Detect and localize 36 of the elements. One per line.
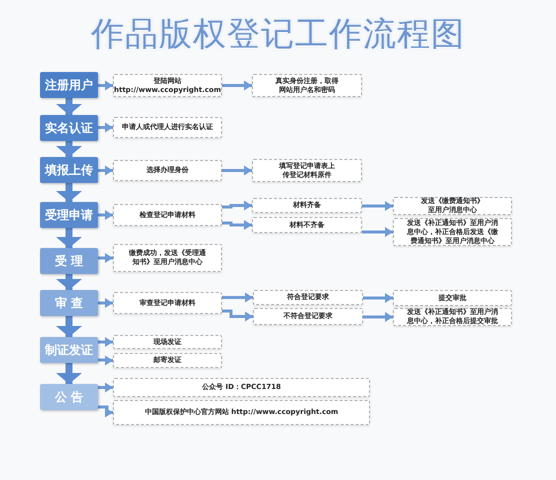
arrow (98, 253, 113, 263)
arrow (362, 201, 393, 211)
step-box: 制证发证 (40, 337, 98, 363)
arrow (98, 337, 113, 347)
arrow (56, 274, 82, 290)
title: 作品版权登记工作流程图 (90, 14, 466, 54)
arrow (98, 298, 113, 308)
arrow (56, 228, 82, 248)
arrow (222, 200, 252, 210)
arrow (362, 227, 393, 237)
arrow (222, 292, 253, 302)
arrow (222, 220, 252, 230)
arrow (56, 141, 82, 157)
arrow (98, 406, 113, 418)
arrow (363, 293, 393, 303)
arrow (56, 98, 82, 115)
arrow (56, 183, 82, 202)
step-box: 受理申请 (40, 202, 98, 228)
step-box: 注册用户 (40, 72, 98, 98)
arrow (98, 210, 113, 220)
arrow (98, 80, 113, 90)
step-box: 受 理 (40, 248, 98, 274)
arrow (98, 122, 113, 132)
step-box: 公 告 (40, 384, 98, 410)
arrow (56, 363, 82, 384)
arrow (222, 310, 253, 322)
step-box: 实名认证 (40, 115, 98, 141)
step-box: 审 查 (40, 290, 98, 316)
arrow (222, 166, 252, 176)
arrow (98, 356, 113, 366)
arrow (363, 312, 393, 322)
arrow (98, 166, 113, 176)
step-box: 填报上传 (40, 157, 98, 183)
arrow (98, 382, 113, 392)
arrow (222, 80, 252, 90)
arrow (56, 316, 82, 337)
